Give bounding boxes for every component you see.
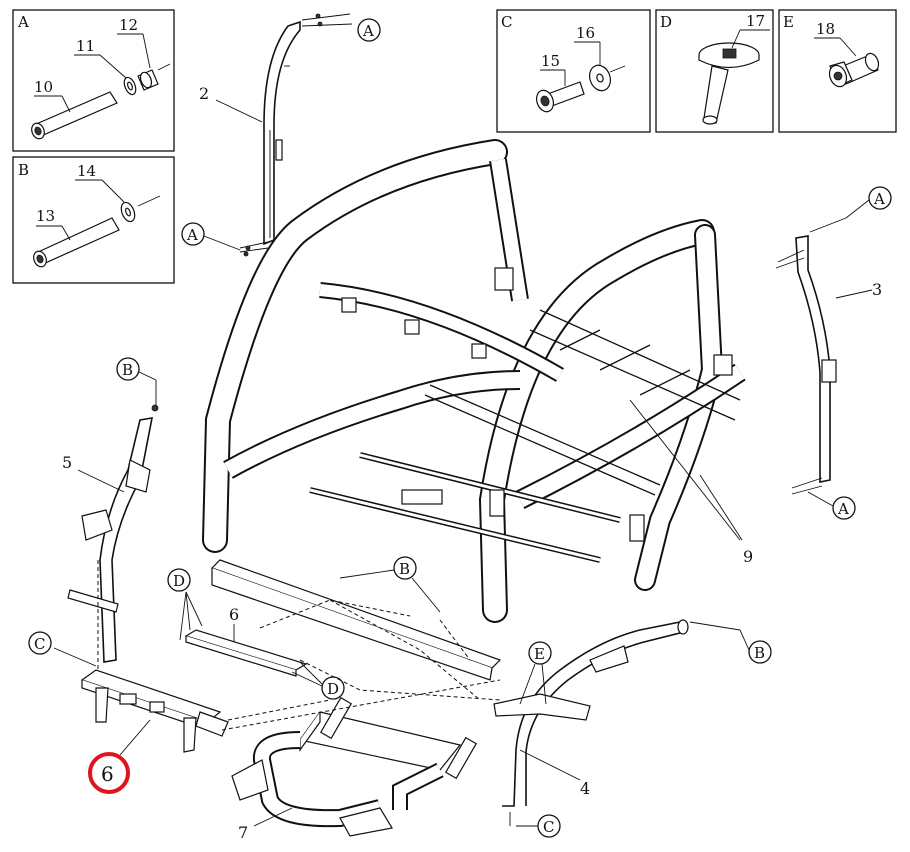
highlighted-part-6-callout: 6 — [88, 752, 130, 794]
callout-a-right-bottom: A — [807, 491, 856, 520]
part-4-post: 4 — [493, 619, 741, 826]
part-7-floor-frame: 7 — [231, 696, 478, 842]
svg-text:D: D — [327, 680, 339, 698]
svg-text:A: A — [362, 22, 374, 40]
part-number-17: 17 — [746, 12, 765, 30]
svg-text:D: D — [173, 572, 185, 590]
callout-d-bottom: D — [321, 676, 345, 700]
detail-box-e-letter: E — [783, 13, 794, 31]
callout-a-right-top: A — [845, 186, 892, 219]
part-number-12: 12 — [119, 16, 138, 34]
detail-box-c: C 15 16 — [496, 9, 651, 133]
highlight-circle — [88, 752, 130, 794]
part-number-13: 13 — [36, 207, 55, 225]
part-number-8: 6 — [229, 605, 239, 624]
callout-a-left: A — [181, 222, 241, 251]
callout-b-center: B — [339, 556, 441, 613]
detail-box-c-letter: C — [501, 13, 512, 31]
svg-text:A: A — [873, 190, 885, 208]
detail-box-d: D 17 — [655, 9, 774, 133]
svg-text:C: C — [543, 818, 554, 836]
part-6-crossmember — [53, 647, 229, 756]
detail-box-b-letter: B — [18, 161, 29, 179]
roll-cage-main: 9 — [202, 139, 753, 681]
svg-text:B: B — [122, 361, 133, 379]
part-number-2: 2 — [199, 84, 209, 103]
detail-box-a-letter: A — [17, 13, 29, 31]
svg-text:A: A — [186, 226, 198, 244]
detail-box-d-letter: D — [660, 13, 672, 31]
part-number-18: 18 — [816, 20, 835, 38]
svg-text:E: E — [534, 645, 545, 663]
part-number-16: 16 — [576, 24, 595, 42]
callout-e: E — [519, 641, 552, 705]
part-number-14: 14 — [77, 162, 96, 180]
assembly-guide-lines — [221, 599, 501, 731]
detail-box-e: E 18 — [778, 9, 897, 133]
part-number-7: 7 — [238, 823, 248, 842]
part-number-11: 11 — [76, 37, 95, 55]
part-number-10: 10 — [34, 78, 53, 96]
callout-b-right: B — [739, 629, 772, 664]
callout-b-left: B — [116, 357, 157, 381]
callout-c-left: C — [28, 631, 52, 655]
part-2-upright: 2 — [199, 13, 353, 257]
callout-a-top: A — [357, 18, 381, 42]
svg-text:C: C — [34, 635, 45, 653]
svg-text:B: B — [399, 560, 410, 578]
part-5-post: 5 — [62, 380, 159, 672]
callout-c-bottom: C — [516, 814, 561, 838]
svg-text:A: A — [837, 500, 849, 518]
callout-d-top: D — [167, 568, 191, 592]
part-number-15: 15 — [541, 52, 560, 70]
part-3-upright: 3 — [775, 217, 882, 495]
part-number-4: 4 — [580, 779, 590, 798]
part-number-3: 3 — [872, 280, 882, 299]
detail-box-b: B 13 14 — [12, 156, 175, 284]
part-number-9: 9 — [743, 547, 753, 566]
detail-box-a: A 10 11 12 — [12, 9, 175, 152]
part-number-5: 5 — [62, 453, 72, 472]
svg-text:B: B — [754, 644, 765, 662]
part-8-bar: 6 — [179, 591, 323, 687]
part-number-6: 6 — [101, 762, 114, 786]
